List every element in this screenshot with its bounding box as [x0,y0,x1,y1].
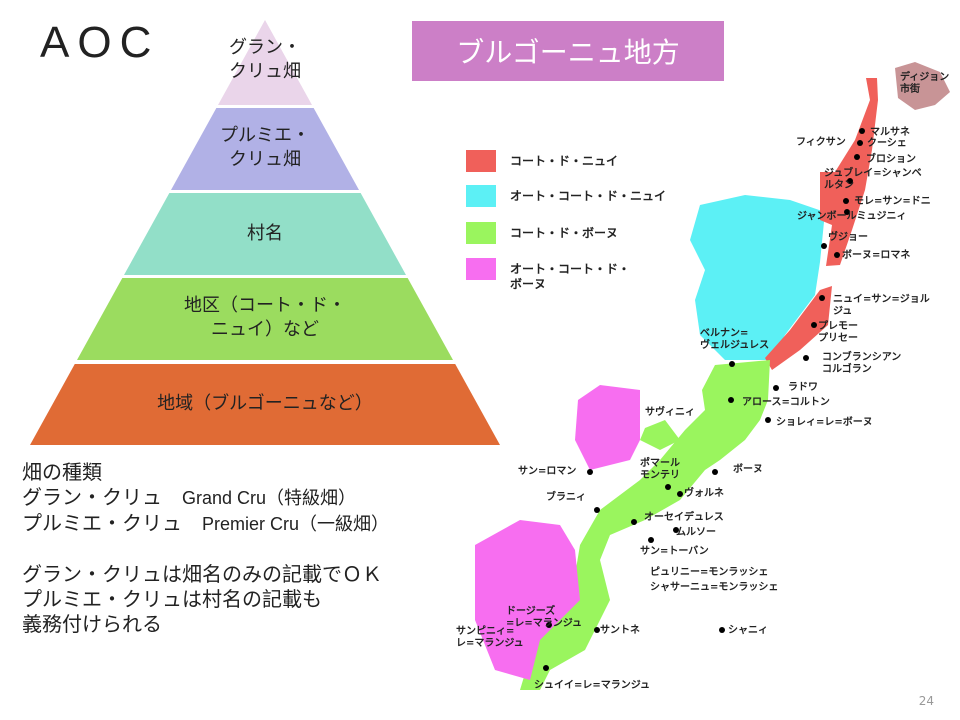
map-place-dot [803,355,809,361]
pyramid-label-village: 村名 [247,223,283,244]
pyramid-label-premier-cru: プルミエ・ クリュ畑 [220,125,310,170]
map-place-dot [587,469,593,475]
map-place-label: シャサーニュ=モンラッシェ [650,582,779,593]
map-place-dot [859,128,865,134]
map-place-dot [821,243,827,249]
map-place-label: ラドワ [788,382,818,393]
haute-cote-de-beaune-south-area [475,520,580,680]
map-place-label: ボーヌ [733,464,763,475]
map-place-dot [677,491,683,497]
map-place-dot [844,209,850,215]
legend-label: コート・ド・ニュイ [510,154,619,168]
map-place-label: クーシェ [867,138,907,149]
map-place-dot [665,484,671,490]
map-place-dot [857,140,863,146]
map-place-label: サントネ [600,625,640,636]
map-place-label: ボーヌ=ロマネ [842,250,911,261]
cote-de-beaune-area [520,360,770,690]
map-place-dot [854,154,860,160]
grand-cru-ja: グラン・クリュ [22,485,162,509]
notes: 畑の種類 グラン・クリュ Grand Cru（特級畑） プルミエ・クリュ Pre… [22,460,389,637]
map-place-dot [712,469,718,475]
grand-cru-en: Grand Cru（特級畑） [182,488,357,508]
map-place-dot [765,417,771,423]
pyramid-label-district: 地区（コート・ド・ ニュイ）など [184,295,346,340]
map-place-dot [773,385,779,391]
map-place-label: アロース=コルトン [742,397,830,408]
map-place-dot [811,322,817,328]
map-place-label: ベルナン= ヴェルジュレス [700,328,770,351]
map-place-label: ディジョン 市街 [900,72,950,95]
dijon-area [895,62,950,110]
map-place-label: オーセイデュレス [644,512,724,523]
map-place-dot [594,627,600,633]
map-place-dot [834,252,840,258]
map-place-dot [543,665,549,671]
note-line: プルミエ・クリュは村名の記載も [22,587,322,611]
map-place-label: サン=ロマン [518,466,577,477]
pyramid-tier [30,364,500,445]
map-place-dot [729,361,735,367]
cote-de-nuits-south-area [765,286,832,370]
map-place-label: プレモー プリセー [818,321,858,344]
map-place-label: フィクサン [796,137,846,148]
notes-heading: 畑の種類 [22,460,102,484]
map-place-label: ムルソー [676,527,716,538]
map-place-label: シャニィ [728,625,768,636]
legend-label: オート・コート・ド・ニュイ [510,189,667,203]
note-line: グラン・クリュは畑名のみの記載でＯＫ [22,562,382,586]
map-place-label: ショレィ=レ=ボーヌ [776,417,873,428]
map-place-label: マルサネ [870,127,910,138]
savigny-area [640,420,680,450]
map-place-label: シュイイ=レ=マランジュ [534,680,651,691]
slide-title: AOC [40,18,160,67]
map-place-label: コンブランシアン コルゴラン [822,352,902,375]
aoc-pyramid [30,20,500,445]
haute-cote-de-beaune-area [575,385,640,470]
haute-cote-de-nuits-area [690,195,825,360]
map-place-label: ジュブレイ=シャンベ ルタン [824,168,922,191]
map-place-dot [843,198,849,204]
region-title: ブルゴーニュ地方 [412,21,724,81]
map-place-dot [847,178,853,184]
map-place-label: サン=トーバン [640,546,709,557]
map-place-label: モレ=サン=ドニ [854,196,931,207]
note-line: 義務付けられる [22,612,162,636]
legend-label: コート・ド・ボーヌ [510,226,619,240]
map-place-label: ポマール モンテリ [640,458,680,481]
pyramid-label-grand-cru: グラン・ クリュ畑 [229,37,301,82]
map-place-label: ブロション [866,154,916,165]
premier-cru-ja: プルミエ・クリュ [22,511,182,535]
map-place-dot [673,527,679,533]
pyramid-label-regional: 地域（ブルゴーニュなど） [157,393,373,414]
legend-swatch [466,150,496,172]
map-place-dot [594,507,600,513]
map-place-dot [819,295,825,301]
map-place-label: ブラニィ [546,492,586,503]
map-place-label: ピュリニー=モンラッシェ [650,567,769,578]
cote-de-nuits-area [820,78,878,266]
premier-cru-en: Premier Cru（一級畑） [202,514,390,534]
map-place-label: ヴジョー [828,232,868,243]
map-place-label: ドージーズ =レ=マランジュ [506,606,583,629]
legend-label: オート・コート・ド・ ボーヌ [510,262,631,291]
map-place-dot [728,397,734,403]
legend-swatch [466,258,496,280]
map-place-dot [546,622,552,628]
map-place-label: サンピニィ= レ=マランジュ [456,626,524,649]
map-place-dot [631,519,637,525]
map-place-label: ニュイ=サン=ジョル ジュ [833,294,930,317]
map-place-label: ヴォルネ [684,488,724,499]
map-place-label: ジャンボールミュジニィ [797,211,907,222]
map-place-dot [719,627,725,633]
map-place-label: サヴィニィ [645,407,695,418]
legend-swatch [466,185,496,207]
map-place-dot [648,537,654,543]
legend-swatch [466,222,496,244]
page-number: 24 [918,694,934,708]
